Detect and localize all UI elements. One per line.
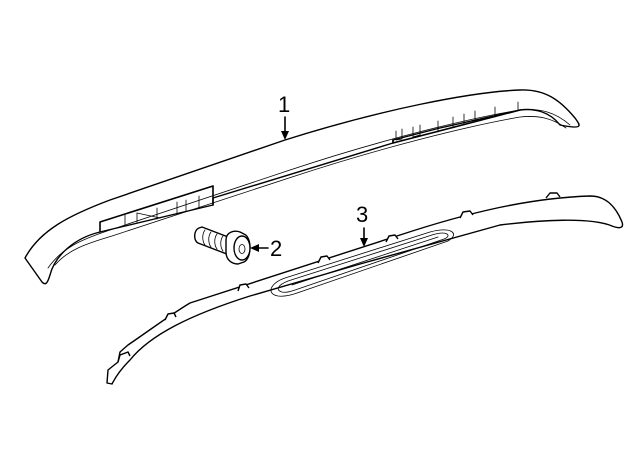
callout-2: 2 bbox=[250, 236, 282, 261]
callout-3: 3 bbox=[356, 202, 368, 247]
arrow-down-icon bbox=[281, 131, 289, 140]
arrow-down-icon bbox=[360, 238, 368, 247]
callout-1-label: 1 bbox=[278, 92, 290, 117]
arrow-left-icon bbox=[250, 244, 259, 252]
callout-3-label: 3 bbox=[356, 202, 368, 227]
part-3-lower-spoiler[interactable] bbox=[106, 192, 624, 385]
part-1-upper-spoiler[interactable] bbox=[24, 89, 580, 285]
callout-2-label: 2 bbox=[270, 236, 282, 261]
callout-1: 1 bbox=[278, 92, 290, 140]
part-2-bolt[interactable] bbox=[194, 226, 251, 265]
